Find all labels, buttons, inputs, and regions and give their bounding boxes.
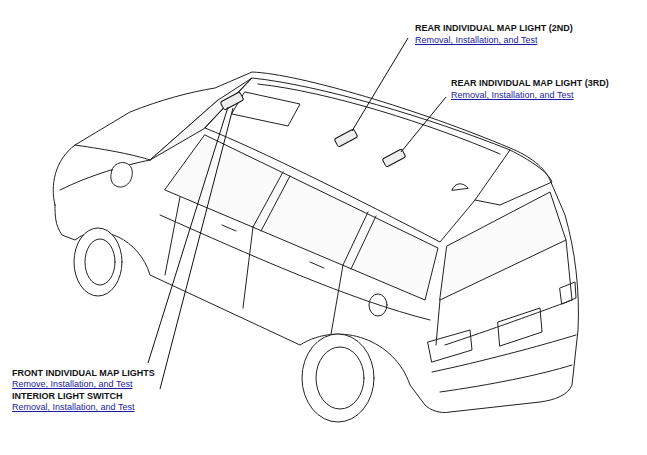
tail-light [428, 330, 472, 362]
tail-light [560, 282, 576, 304]
rear-map-light [382, 149, 406, 167]
body-crease [160, 215, 430, 320]
part-label: REAR INDIVIDUAL MAP LIGHT (2ND) [415, 23, 573, 34]
map-lights [220, 92, 406, 167]
door-handle [222, 225, 324, 268]
hood-line [60, 160, 150, 190]
hatch-panel [445, 300, 572, 345]
b-pillar [253, 172, 290, 231]
front-map-light [220, 92, 244, 110]
front-rim [85, 239, 115, 285]
leader-line [160, 108, 233, 389]
side-glass [165, 135, 438, 300]
rear-map-light [334, 129, 358, 147]
c-pillar [343, 212, 376, 269]
leader-line [148, 107, 228, 363]
rear-glass [440, 192, 566, 300]
rear-bumper [432, 335, 576, 392]
hatch-line [436, 240, 572, 345]
procedure-link: Remove, Installation, and Test [12, 379, 132, 390]
license-plate [498, 308, 542, 346]
hood-line [75, 145, 150, 160]
rear-tire [302, 334, 374, 422]
rear-rim [316, 347, 364, 409]
part-label: INTERIOR LIGHT SWITCH [12, 391, 123, 402]
front-tire [74, 228, 122, 296]
fuel-door [369, 294, 387, 316]
part-label: FRONT INDIVIDUAL MAP LIGHTS [12, 368, 155, 379]
procedure-link: Removal, Installation, and Test [12, 402, 134, 413]
leader-line [401, 97, 446, 152]
procedure-link: Removal, Installation, and Test [451, 90, 573, 101]
side-mirror [111, 163, 132, 188]
antenna [452, 184, 468, 190]
procedure-link: Removal, Installation, and Test [415, 35, 537, 46]
part-label: REAR INDIVIDUAL MAP LIGHT (3RD) [451, 78, 609, 89]
leader-lines [148, 38, 446, 389]
leader-line [352, 38, 408, 131]
